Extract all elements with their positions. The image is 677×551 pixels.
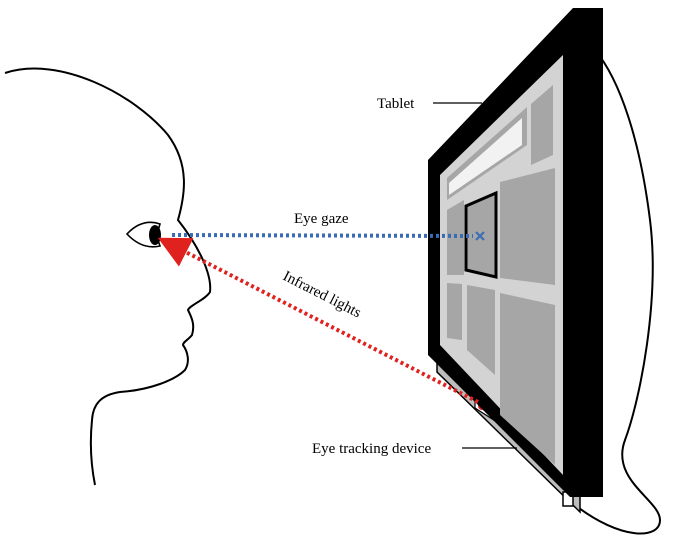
tablet-label: Tablet	[377, 96, 415, 112]
gaze-point-x	[475, 231, 485, 241]
eye-gaze-line	[171, 233, 474, 238]
infrared-label: Infrared lights	[280, 268, 363, 321]
tablet-cable	[574, 49, 662, 535]
screen-panels	[447, 85, 555, 465]
device-label: Eye tracking device	[312, 441, 431, 457]
head-profile	[4, 67, 212, 486]
eye-icon	[125, 221, 162, 248]
eye-gaze-label: Eye gaze	[294, 211, 349, 227]
